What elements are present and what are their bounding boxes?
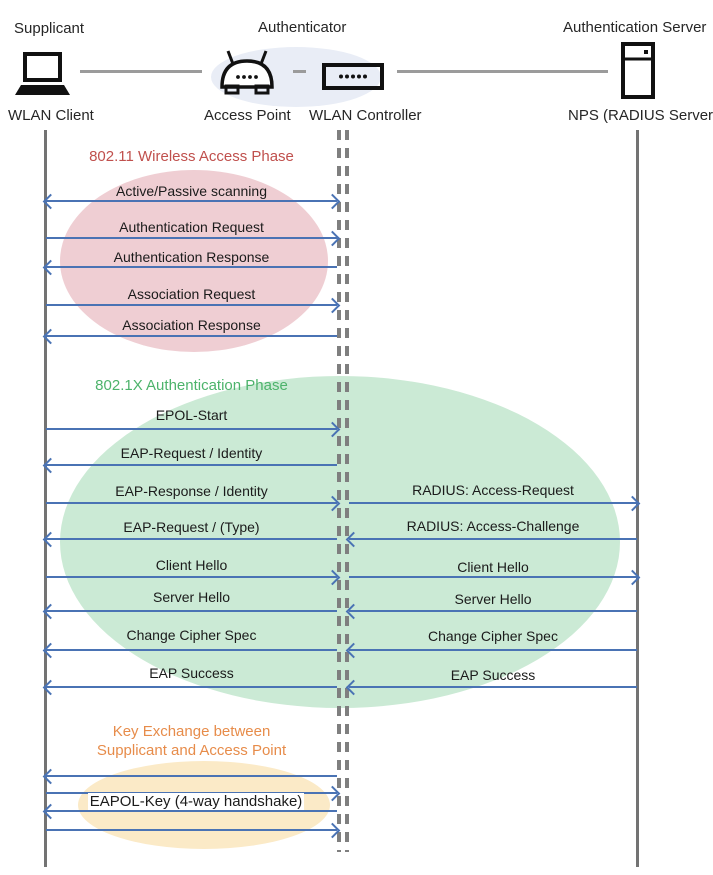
message-arrow-left [46, 649, 337, 651]
message-label: Change Cipher Spec [428, 628, 558, 644]
message-arrow-left [349, 610, 637, 612]
message-label: Server Hello [454, 591, 532, 607]
role-authenticator: Authenticator [258, 19, 347, 36]
role-authentication-server: Authentication Server [563, 19, 707, 36]
laptop-icon [14, 52, 70, 98]
message-arrow-right [349, 576, 637, 578]
message-label: EAP-Request / (Type) [123, 519, 260, 535]
actor-wlan-controller: WLAN Controller [309, 107, 422, 124]
message-label: Client Hello [155, 557, 228, 573]
role-supplicant: Supplicant [14, 20, 85, 37]
message-label: Authentication Request [119, 219, 264, 235]
message-label: Active/Passive scanning [116, 183, 267, 199]
message-label: Authentication Response [113, 249, 270, 265]
message-arrow-left [46, 810, 337, 812]
phase2-title: 802.1X Authentication Phase [95, 377, 288, 394]
message-arrow-left [46, 610, 337, 612]
connector-line [80, 70, 202, 73]
message-label-eapol-key: EAPOL-Key (4-way handshake) [88, 793, 304, 810]
message-label: EAP Success [450, 667, 536, 683]
message-label: EAP-Request / Identity [120, 445, 263, 461]
connector-dash [293, 70, 306, 73]
phase3-title-line1: Key Exchange between [112, 723, 271, 740]
message-arrow-left [46, 686, 337, 688]
message-arrow-right [46, 576, 337, 578]
message-arrow-right [46, 829, 337, 831]
message-label: Association Response [122, 317, 261, 333]
message-label: Server Hello [152, 589, 231, 605]
phase3-title-line2: Supplicant and Access Point [96, 742, 287, 759]
lifeline-controller-dashed-1 [337, 130, 341, 852]
message-arrow-right [46, 237, 337, 239]
wlan-controller-icon [322, 63, 384, 90]
lifeline-controller-dashed-2 [345, 130, 349, 852]
message-arrow-left [349, 649, 637, 651]
message-arrow-left [46, 335, 337, 337]
message-arrow-left [46, 266, 337, 268]
message-label: Change Cipher Spec [126, 627, 257, 643]
message-arrow-left [46, 538, 337, 540]
message-label: EAP-Response / Identity [115, 483, 268, 499]
message-arrow-left [46, 464, 337, 466]
message-label: EPOL-Start [155, 407, 228, 423]
server-icon [621, 42, 655, 99]
lifeline-radius-server [636, 130, 639, 867]
message-arrow-right [46, 502, 337, 504]
message-arrow-right [349, 502, 637, 504]
phase1-title: 802.11 Wireless Access Phase [89, 148, 294, 165]
message-label: EAP Success [149, 665, 234, 681]
connector-line [397, 70, 608, 73]
message-arrow-both [46, 200, 337, 202]
message-label: Association Request [127, 286, 256, 302]
message-arrow-left [46, 775, 337, 777]
message-arrow-right [46, 304, 337, 306]
actor-wlan-client: WLAN Client [8, 107, 94, 124]
actor-nps-radius-server: NPS (RADIUS Server) [568, 107, 713, 124]
message-arrow-left [349, 686, 637, 688]
message-arrow-left [349, 538, 637, 540]
access-point-icon [216, 49, 278, 97]
lifeline-wlan-client [44, 130, 47, 867]
message-label: RADIUS: Access-Request [412, 482, 574, 498]
actor-access-point: Access Point [204, 107, 291, 124]
message-arrow-right [46, 428, 337, 430]
message-label: RADIUS: Access-Challenge [406, 518, 580, 534]
message-label: Client Hello [457, 559, 529, 575]
